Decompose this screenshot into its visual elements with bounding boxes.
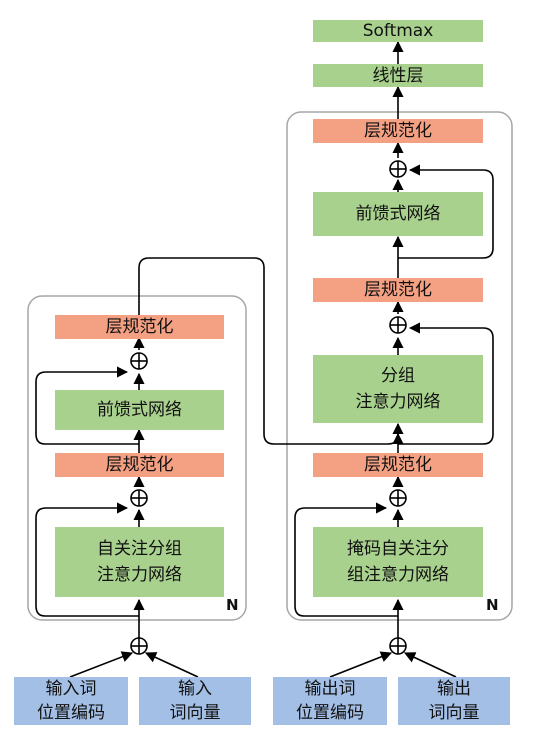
dec-embedding-input: 输出 词向量 xyxy=(398,677,510,725)
enc-feed-forward: 前馈式网络 xyxy=(55,390,224,430)
enc-position-encoding-line2: 位置编码 xyxy=(37,703,105,723)
dec-input-add-icon xyxy=(389,637,407,655)
encoder-frame xyxy=(27,295,247,621)
dec-residual-1 xyxy=(294,502,398,617)
dec-embedding-line1: 输出 xyxy=(437,679,471,699)
dec-linear-label: 线性层 xyxy=(372,65,424,86)
enc-add-1-icon xyxy=(130,489,148,507)
enc-layer-norm-top: 层规范化 xyxy=(55,315,224,339)
dec-emb-to-add-arrow xyxy=(403,652,457,678)
dec-cross-attention-line2: 注意力网络 xyxy=(355,392,441,412)
enc-position-encoding-line1: 输入词 xyxy=(45,679,97,699)
dec-masked-attention-line1: 掩码自关注分 xyxy=(347,539,449,559)
dec-softmax-label: Softmax xyxy=(362,21,434,41)
dec-feed-forward: 前馈式网络 xyxy=(313,192,483,236)
dec-layer-norm-top-label: 层规范化 xyxy=(364,121,432,141)
dec-layer-norm-top: 层规范化 xyxy=(313,119,483,143)
dec-masked-attention: 掩码自关注分 组注意力网络 xyxy=(313,527,483,597)
dec-layer-norm-upper-mid: 层规范化 xyxy=(313,278,483,302)
enc-emb-to-add-arrow xyxy=(144,652,199,678)
dec-masked-attention-line2: 组注意力网络 xyxy=(347,565,449,585)
dec-pos-to-add-arrow xyxy=(329,651,393,678)
enc-input-add-icon xyxy=(130,637,148,655)
enc-layer-norm-top-label: 层规范化 xyxy=(105,317,174,337)
dec-embedding-line2: 词向量 xyxy=(428,703,480,723)
enc-residual-2 xyxy=(35,366,139,445)
dec-layer-norm-upper-mid-label: 层规范化 xyxy=(364,280,432,300)
dec-cross-attention: 分组 注意力网络 xyxy=(313,355,483,423)
dec-cross-attention-line1: 分组 xyxy=(381,366,415,386)
enc-repeat-label: N xyxy=(226,596,239,614)
dec-residual-2 xyxy=(398,322,494,445)
dec-position-encoding-line1: 输出词 xyxy=(304,679,356,699)
enc-feed-forward-label: 前馈式网络 xyxy=(97,400,182,420)
enc-pos-to-add-arrow xyxy=(69,651,134,678)
dec-layer-norm-lower-label: 层规范化 xyxy=(364,455,432,475)
enc-embedding-line1: 输入 xyxy=(178,679,212,699)
dec-softmax: Softmax xyxy=(313,20,483,42)
enc-layer-norm-mid-label: 层规范化 xyxy=(105,455,174,475)
dec-position-encoding-input: 输出词 位置编码 xyxy=(273,677,387,725)
enc-position-encoding-input: 输入词 位置编码 xyxy=(14,677,128,725)
dec-residual-3 xyxy=(398,164,494,259)
dec-linear: 线性层 xyxy=(313,64,483,87)
enc-embedding-input: 输入 词向量 xyxy=(139,677,251,725)
enc-layer-norm-mid: 层规范化 xyxy=(55,453,224,477)
enc-add-2-icon xyxy=(130,352,148,370)
dec-repeat-label: N xyxy=(486,596,499,614)
enc-residual-1 xyxy=(35,502,139,617)
enc-to-dec-connection xyxy=(138,257,404,445)
dec-add-3-icon xyxy=(389,160,407,178)
dec-add-1-icon xyxy=(389,489,407,507)
decoder-frame xyxy=(286,111,513,621)
dec-position-encoding-line2: 位置编码 xyxy=(296,703,364,723)
enc-self-attention: 自关注分组 注意力网络 xyxy=(55,527,224,597)
enc-embedding-line2: 词向量 xyxy=(169,703,221,723)
dec-feed-forward-label: 前馈式网络 xyxy=(355,204,441,224)
enc-self-attention-line1: 自关注分组 xyxy=(97,539,182,559)
dec-add-2-icon xyxy=(389,316,407,334)
dec-layer-norm-lower: 层规范化 xyxy=(313,453,483,477)
enc-self-attention-line2: 注意力网络 xyxy=(97,565,182,585)
